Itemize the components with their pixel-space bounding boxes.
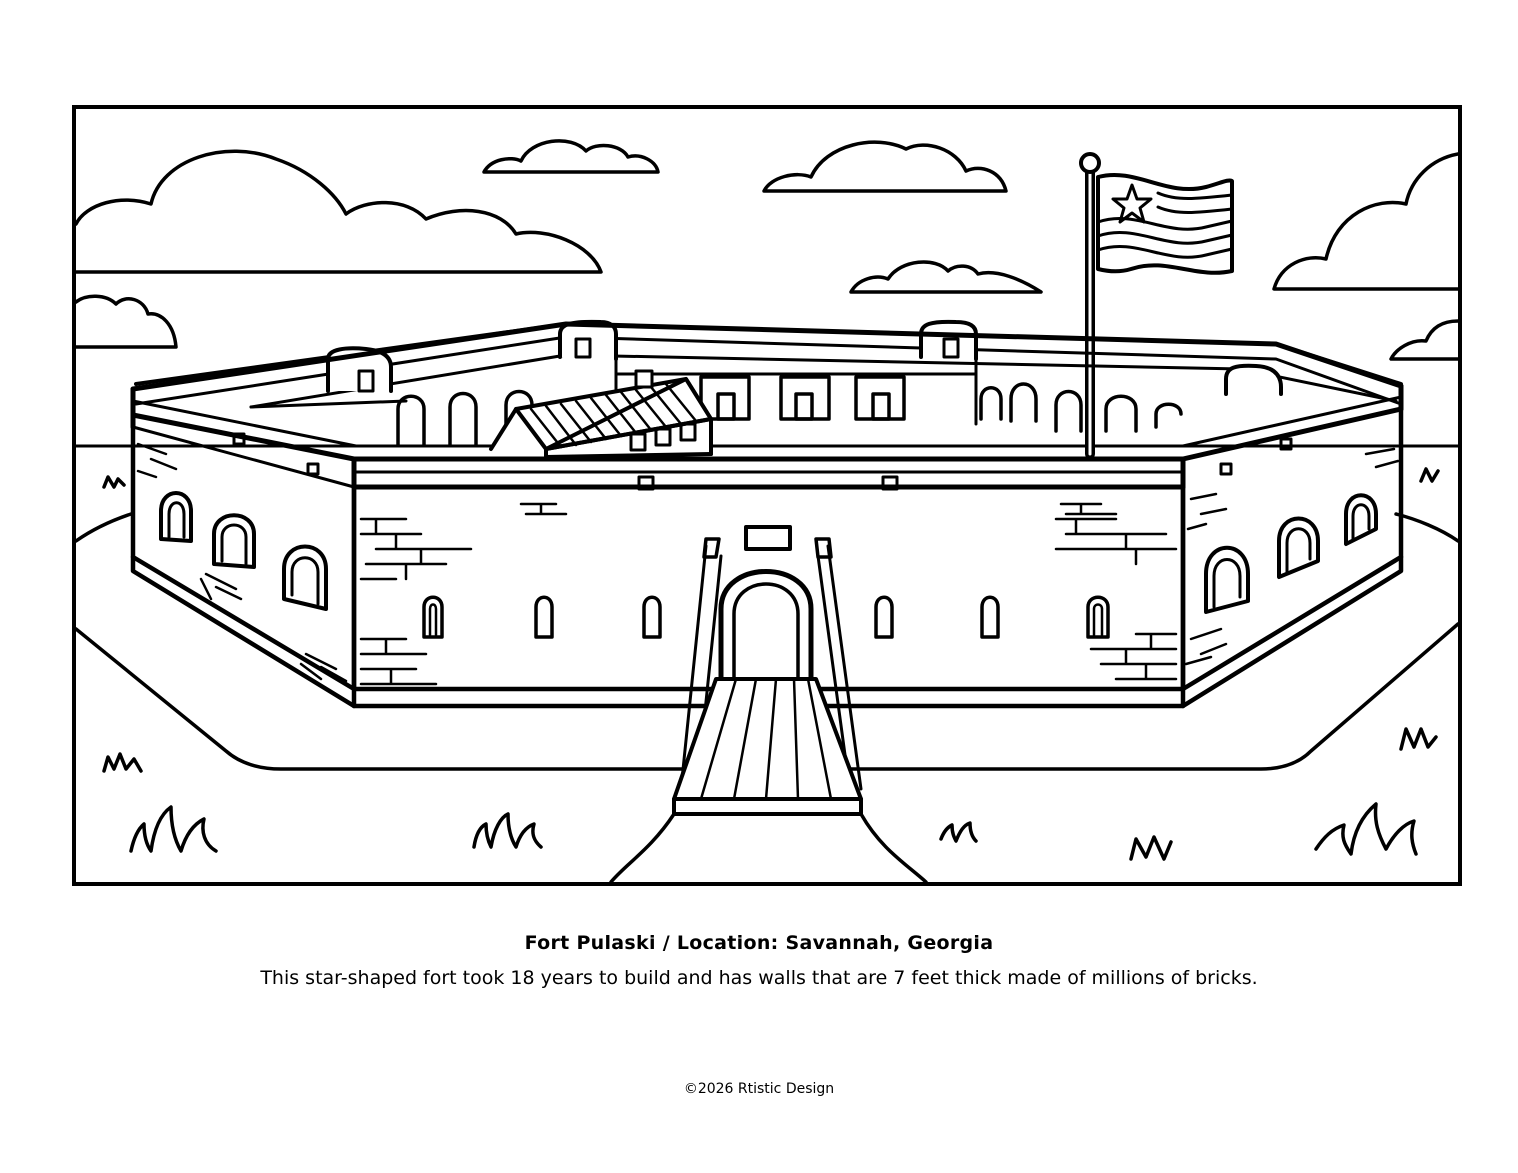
gate-arch <box>718 569 814 692</box>
right-face-windows <box>1204 493 1378 614</box>
fort-pulaski-drawing <box>76 139 1458 882</box>
flag <box>1079 152 1234 459</box>
flag-star-icon <box>1111 183 1153 224</box>
approach-path <box>609 812 928 882</box>
cloud-left-large <box>76 149 603 274</box>
cloud-left-small <box>76 294 178 349</box>
caption-title: Fort Pulaski / Location: Savannah, Georg… <box>524 932 994 954</box>
gate-plaque <box>744 525 792 551</box>
left-face-windows <box>159 491 328 611</box>
fort-front-face <box>351 475 1186 709</box>
right-face-bricks <box>1184 447 1400 666</box>
drawbridge <box>672 544 863 816</box>
cloud-top-small <box>482 139 660 174</box>
front-bricks <box>359 502 1178 686</box>
front-slit-windows <box>422 595 1110 639</box>
barracks-building <box>489 369 713 459</box>
back-wall-windows <box>699 375 906 421</box>
clouds <box>76 139 1458 361</box>
flagpole-finial <box>1079 152 1101 174</box>
cloud-small-mid <box>849 260 1043 294</box>
fort-left-face <box>130 424 357 709</box>
copyright-footer: ©2026 Rtistic Design <box>683 1081 835 1097</box>
coloring-illustration <box>72 105 1462 886</box>
left-face-bricks <box>136 442 348 683</box>
barracks-windows <box>629 422 697 452</box>
flag-cloth <box>1096 172 1234 275</box>
cloud-right-large <box>1272 152 1458 291</box>
caption-description: This star-shaped fort took 18 years to b… <box>260 967 1258 989</box>
cloud-right-small <box>1389 319 1458 361</box>
grass-tufts <box>102 467 1440 861</box>
cloud-center <box>762 140 1008 193</box>
